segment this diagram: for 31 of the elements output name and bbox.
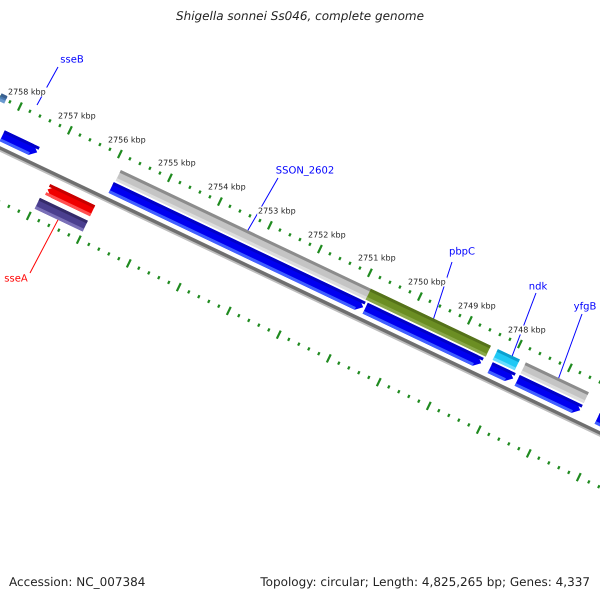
position-label: 2753 kbp: [257, 206, 297, 216]
gene-segment: [514, 375, 583, 413]
position-label: 2754 kbp: [207, 182, 247, 192]
gene-label: yfgB: [574, 302, 596, 312]
gene-label: ndk: [528, 282, 548, 292]
position-label: 2752 kbp: [307, 230, 347, 240]
position-label: 2755 kbp: [157, 158, 197, 168]
gene-label: sseB: [60, 54, 84, 66]
gene-segment: [0, 93, 8, 104]
position-label: 2758 kbp: [7, 88, 47, 97]
leader-line: [558, 314, 582, 378]
gene-label: pbpC: [448, 246, 476, 258]
footer-text: Topology: circular; Length: 4,825,265 bp; Genes: 4,337: [260, 575, 590, 589]
gene-segment: [488, 362, 516, 381]
title: Shigella sonnei Ss046, complete genome: [174, 9, 425, 23]
leader-line: [30, 219, 58, 274]
footer-text: Accession: NC_007384: [9, 575, 146, 589]
position-label: 2756 kbp: [107, 135, 147, 144]
gene-segment: [594, 413, 600, 428]
gene-label: sseA: [4, 274, 28, 284]
position-label: 2748 kbp: [507, 325, 547, 334]
gene-segment: [0, 130, 40, 155]
leader-line: [247, 178, 278, 231]
position-label: 2750 kbp: [407, 278, 447, 287]
position-label: 2749 kbp: [457, 301, 497, 310]
leader-line: [512, 292, 536, 356]
position-label: 2757 kbp: [57, 111, 97, 120]
gene-segment: [45, 184, 96, 216]
leader-line: [433, 262, 452, 319]
gene-label: SSON_2602: [276, 166, 334, 176]
position-label: 2751 kbp: [357, 254, 397, 263]
